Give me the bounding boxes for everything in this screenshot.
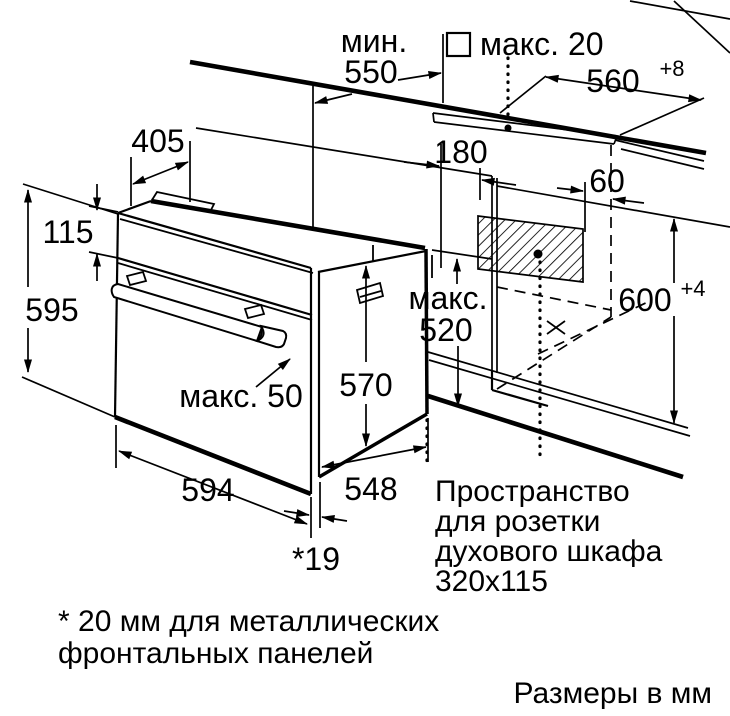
dim-label-min-word: мин. (341, 23, 407, 59)
socket-note-line2: для розетки (435, 505, 600, 538)
asterisk-footnote: * 20 мм для металлических фронтальных па… (58, 605, 439, 670)
countertop-and-cabinet (189, 0, 730, 480)
dimension-arrows (24, 71, 702, 525)
dim-label-600: 600 (618, 282, 671, 318)
footnote-line1: * 20 мм для металлических (58, 605, 439, 638)
socket-note-line1: Пространство (435, 475, 630, 508)
oven-handle (110, 270, 288, 349)
dim-label-max-50: макс. 50 (179, 378, 303, 414)
dim-label-405: 405 (131, 123, 184, 159)
dim-label-max-word: макс. (408, 280, 487, 316)
dim-label-560-tol: +8 (659, 56, 684, 81)
dim-label-115: 115 (42, 214, 93, 250)
oven (113, 190, 433, 497)
socket-hatched-region (477, 215, 584, 283)
units-note: Размеры в мм (513, 677, 712, 710)
dim-label-min-550: 550 (344, 54, 397, 90)
dim-label-60: 60 (589, 163, 625, 199)
socket-area (425, 56, 584, 469)
dim-label-180: 180 (434, 134, 487, 170)
dim-label-548: 548 (344, 471, 397, 507)
dim-label-19: *19 (292, 541, 340, 577)
niche-hidden-edges (496, 145, 653, 390)
extension-lines (21, 34, 705, 538)
dim-label-max-20: макс. 20 (480, 26, 604, 62)
socket-note-line3: духового шкафа (435, 535, 663, 568)
socket-note: Пространство для розетки духового шкафа … (435, 475, 663, 598)
dim-label-595: 595 (25, 292, 78, 328)
dim-label-560: 560 (586, 63, 639, 99)
strip-reference-dot (504, 124, 512, 132)
dim-label-600-tol: +4 (680, 276, 705, 301)
dimension-labels: мин. 550 макс. 20 560 +8 405 115 595 180… (25, 23, 705, 577)
max20-square-icon (445, 31, 472, 58)
dim-label-594: 594 (181, 472, 234, 508)
dim-label-520: 520 (419, 312, 472, 348)
dim-label-570: 570 (339, 367, 392, 403)
footnote-line2: фронтальных панелей (58, 637, 373, 670)
socket-center-dot (533, 249, 543, 259)
socket-note-line4: 320x115 (435, 565, 548, 598)
